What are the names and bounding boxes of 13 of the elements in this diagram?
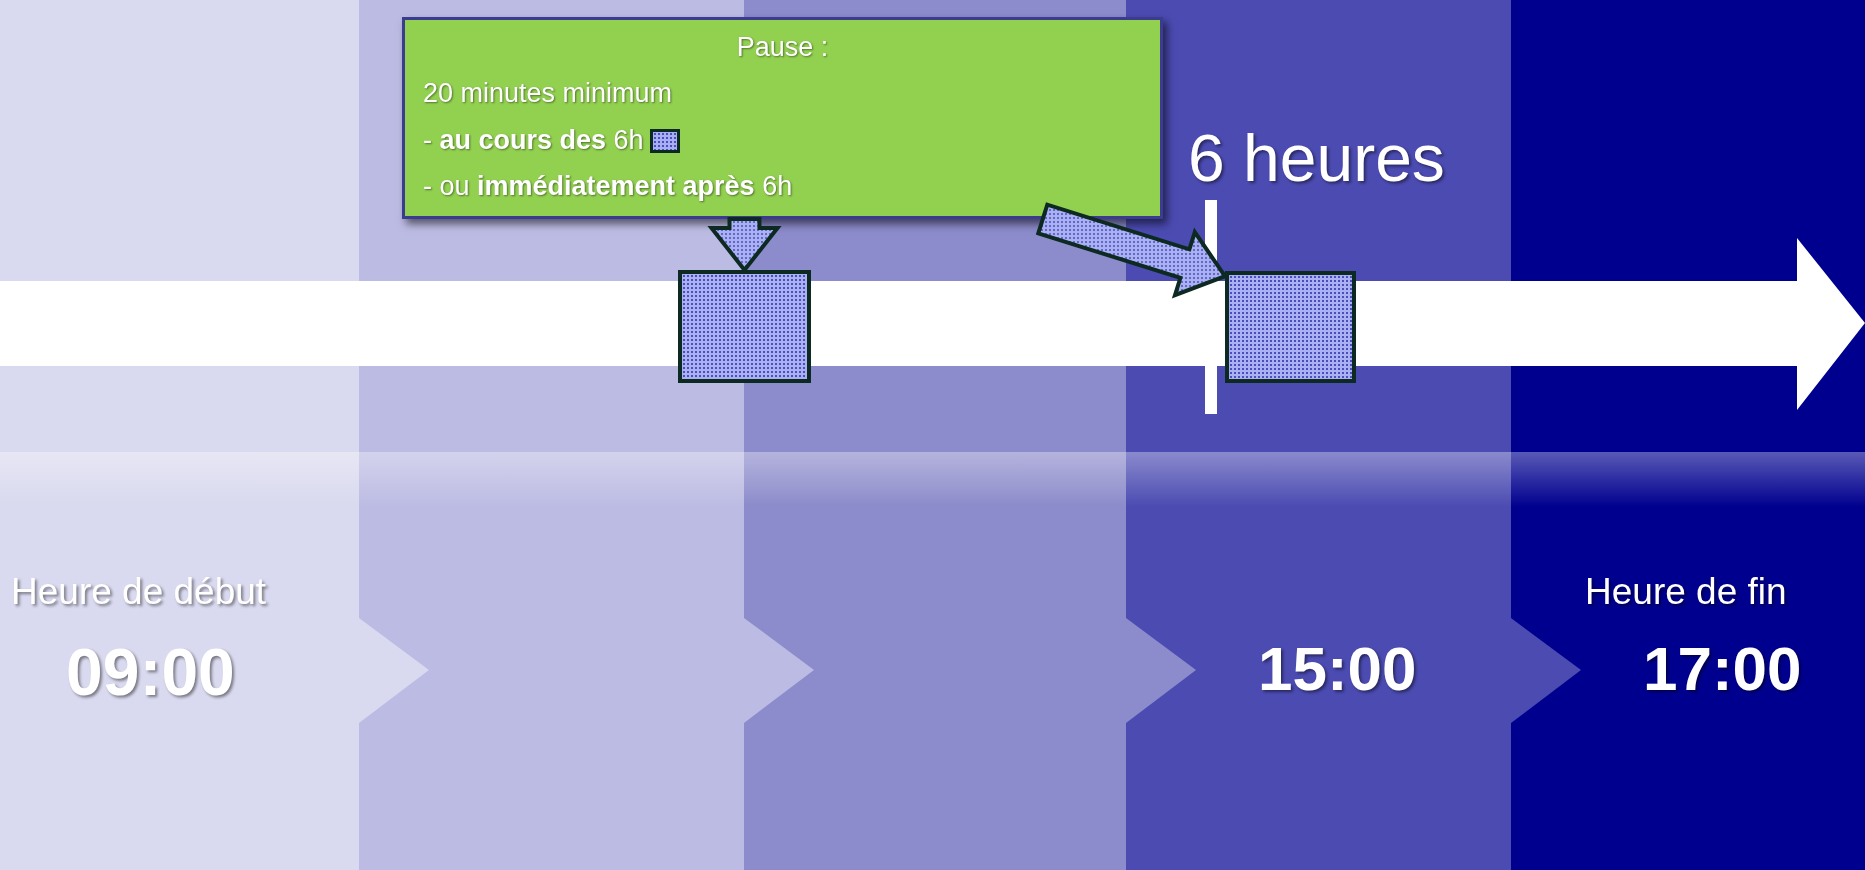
- hatched-box: [678, 270, 811, 383]
- timeline-label: 6 heures: [1188, 120, 1445, 196]
- time-label: 09:00: [66, 634, 235, 710]
- note-box: [402, 17, 1163, 219]
- note-heading: Pause :: [736, 32, 829, 62]
- time-label: 15:00: [1258, 632, 1417, 704]
- hatched-box: [1225, 271, 1356, 383]
- note-text: - au cours des 6h: [423, 124, 644, 155]
- note-text: - ou immédiatement après 6h: [423, 171, 793, 202]
- timeline-label: Heure de fin: [1585, 571, 1787, 613]
- time-label: 17:00: [1643, 632, 1802, 704]
- timeline-label: Heure de début: [11, 571, 267, 613]
- note-text: 20 minutes minimum: [423, 78, 673, 109]
